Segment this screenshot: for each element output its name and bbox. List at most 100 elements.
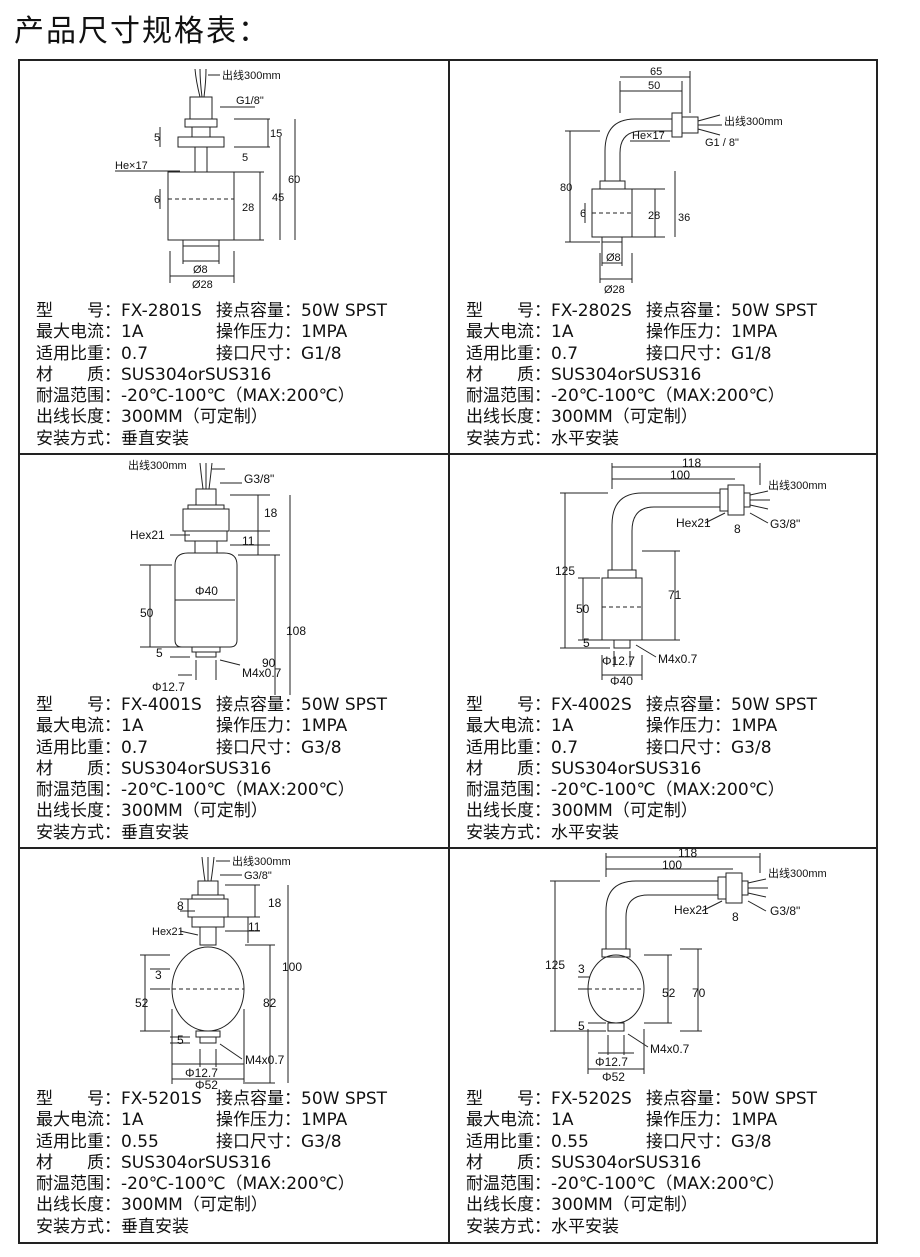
drawing-fx-2801s: 出线300mm G1/8" He×17 5 5 15 6 28 45 60 Ø8… — [115, 68, 300, 291]
hex-label: He×17 — [115, 160, 148, 172]
pressure-value: 1MPA — [731, 1110, 778, 1131]
dim-label: 11 — [242, 534, 255, 548]
dim-label: 5 — [177, 1033, 184, 1047]
hex-label: Hex21 — [152, 926, 184, 938]
label-temp: 耐温范围： — [466, 1174, 551, 1195]
label-wire: 出线长度： — [36, 1195, 121, 1216]
label-model: 型 号： — [36, 301, 121, 321]
label-wire: 出线长度： — [466, 407, 551, 428]
label-capacity: 接点容量： — [646, 1089, 731, 1109]
label-temp: 耐温范围： — [36, 780, 121, 801]
label-capacity: 接点容量： — [216, 695, 301, 715]
material-value: SUS304orSUS316 — [551, 364, 702, 385]
current-value: 1A — [551, 1110, 574, 1131]
label-port: 接口尺寸： — [216, 1131, 301, 1152]
dim-label: Φ12.7 — [602, 654, 635, 668]
label-current: 最大电流： — [36, 716, 121, 737]
dim-label: 3 — [155, 968, 162, 982]
label-gravity: 适用比重： — [466, 737, 551, 758]
dim-label: M4x0.7 — [650, 1042, 690, 1056]
wire-value: 300MM（可定制） — [121, 1195, 268, 1216]
label-wire: 出线长度： — [36, 407, 121, 428]
dimension-drawing: 118 100 出线300mm Hex21 G3/8" 8 125 3 52 7… — [450, 849, 879, 1089]
material-value: SUS304orSUS316 — [121, 364, 272, 385]
pressure-value: 1MPA — [301, 322, 348, 343]
wire-length-label: 出线300mm — [768, 478, 827, 492]
drawing-fx-5202s: 118 100 出线300mm Hex21 G3/8" 8 125 3 52 7… — [545, 849, 827, 1084]
label-model: 型 号： — [466, 301, 551, 321]
material-value: SUS304orSUS316 — [121, 1152, 272, 1173]
pressure-value: 1MPA — [731, 322, 778, 343]
gravity-value: 0.7 — [551, 737, 579, 758]
thread-label: G3/8" — [244, 870, 272, 882]
dim-label: 100 — [670, 468, 690, 482]
drawing-fx-5201s: 出线300mm G3/8" Hex21 8 18 11 100 3 52 82 … — [135, 854, 302, 1092]
label-gravity: 适用比重： — [36, 343, 121, 364]
hex-label: Hex21 — [130, 528, 165, 542]
current-value: 1A — [121, 1110, 144, 1131]
dim-label: 5 — [156, 646, 163, 660]
model-value: FX-5202S — [551, 1089, 632, 1109]
label-model: 型 号： — [466, 1089, 551, 1109]
label-mount: 安装方式： — [36, 822, 121, 843]
temp-value: -20℃-100℃（MAX:200℃） — [121, 780, 355, 801]
material-value: SUS304orSUS316 — [551, 758, 702, 779]
label-port: 接口尺寸： — [646, 343, 731, 364]
label-model: 型 号： — [36, 1089, 121, 1109]
gravity-value: 0.55 — [121, 1131, 159, 1152]
wire-value: 300MM（可定制） — [121, 801, 268, 822]
dim-label: Φ12.7 — [152, 680, 185, 694]
label-gravity: 适用比重： — [36, 737, 121, 758]
dim-label: 5 — [242, 152, 248, 164]
capacity-value: 50W SPST — [731, 301, 818, 321]
wire-value: 300MM（可定制） — [551, 1195, 698, 1216]
capacity-value: 50W SPST — [301, 1089, 388, 1109]
dim-label: 28 — [648, 210, 660, 222]
product-cell-fx-2802s: 65 50 出线300mm He×17 G1 / 8" 80 6 28 36 Ø… — [450, 61, 879, 454]
pressure-value: 1MPA — [301, 1110, 348, 1131]
dim-label: 11 — [248, 920, 261, 934]
dim-label: 125 — [545, 958, 565, 972]
dimension-drawing: 65 50 出线300mm He×17 G1 / 8" 80 6 28 36 Ø… — [450, 61, 879, 301]
dim-label: 50 — [576, 602, 590, 616]
current-value: 1A — [551, 716, 574, 737]
dim-label: 90 — [262, 656, 276, 670]
port-value: G3/8 — [731, 1131, 772, 1152]
label-temp: 耐温范围： — [466, 780, 551, 801]
label-model: 型 号： — [36, 695, 121, 715]
label-mount: 安装方式： — [466, 1216, 551, 1237]
label-mount: 安装方式： — [466, 822, 551, 843]
hex-label: Hex21 — [676, 516, 711, 530]
temp-value: -20℃-100℃（MAX:200℃） — [551, 386, 785, 407]
dim-label: 5 — [154, 132, 160, 144]
temp-value: -20℃-100℃（MAX:200℃） — [121, 386, 355, 407]
model-value: FX-4001S — [121, 695, 202, 715]
wire-value: 300MM（可定制） — [551, 801, 698, 822]
label-capacity: 接点容量： — [646, 695, 731, 715]
dim-label: 5 — [583, 636, 590, 650]
model-value: FX-4002S — [551, 695, 632, 715]
gravity-value: 0.55 — [551, 1131, 589, 1152]
label-material: 材 质： — [36, 758, 121, 779]
wire-length-label: 出线300mm — [768, 866, 827, 880]
capacity-value: 50W SPST — [731, 695, 818, 715]
dimension-drawing: 118 100 出线300mm Hex21 G3/8" 8 125 50 71 … — [450, 455, 879, 695]
page-title: 产品尺寸规格表： — [14, 14, 270, 49]
product-cell-fx-4002s: 118 100 出线300mm Hex21 G3/8" 8 125 50 71 … — [450, 455, 879, 848]
thread-label: G1 / 8" — [705, 137, 739, 149]
dim-label: 60 — [288, 174, 300, 186]
row-divider — [20, 453, 876, 455]
dim-label: 45 — [272, 192, 284, 204]
label-pressure: 操作压力： — [216, 322, 301, 343]
dimension-drawing: 出线300mm G1/8" He×17 5 5 15 6 28 45 60 Ø8… — [20, 61, 449, 301]
label-material: 材 质： — [466, 364, 551, 385]
capacity-value: 50W SPST — [301, 695, 388, 715]
label-material: 材 质： — [466, 1152, 551, 1173]
model-value: FX-2802S — [551, 301, 632, 321]
label-pressure: 操作压力： — [216, 1110, 301, 1131]
dim-label: Ø8 — [193, 264, 208, 276]
dim-label: 70 — [692, 986, 706, 1000]
